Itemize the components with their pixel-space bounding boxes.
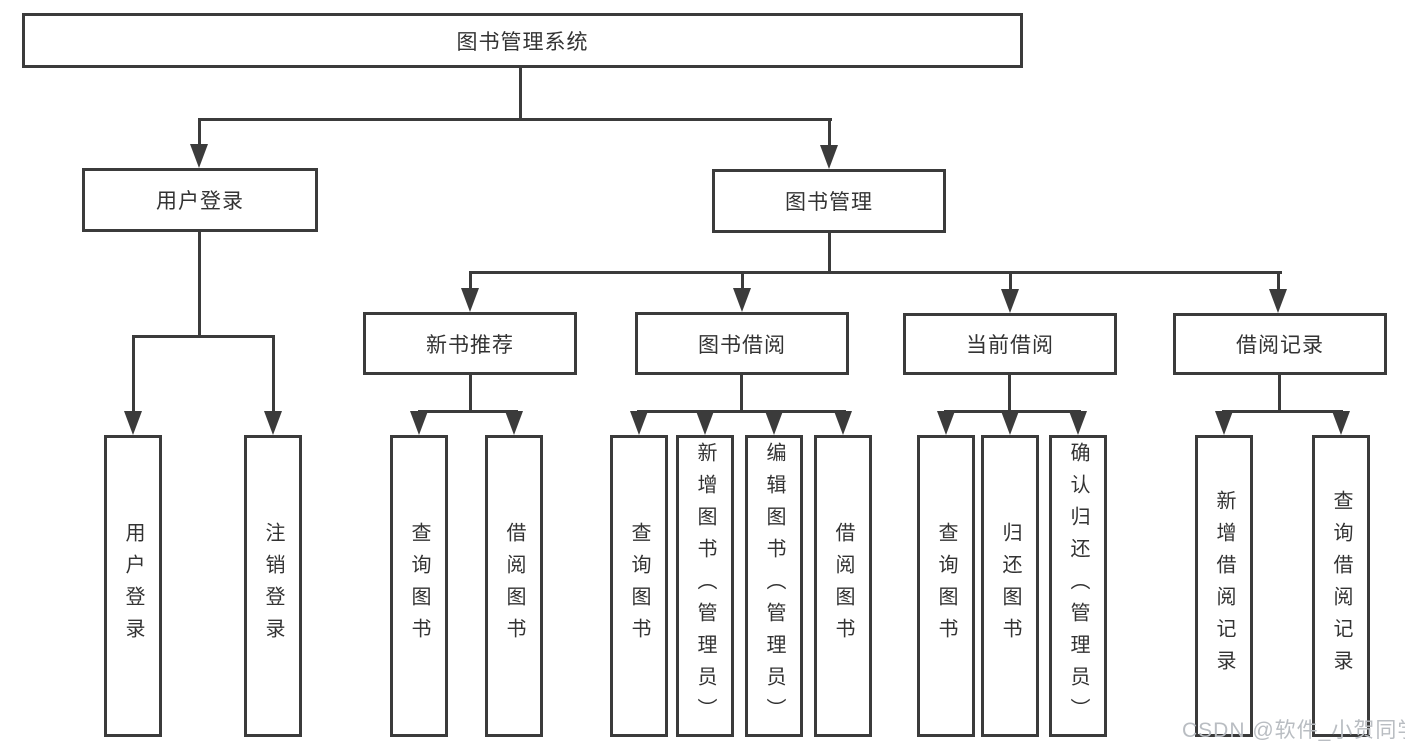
connector-line [469,375,472,413]
node-label: 确认归还（管理员） [1067,442,1089,730]
connector-line [469,271,1282,274]
arrow-down-icon [410,411,428,435]
arrow-down-icon [505,411,523,435]
node-leaf-user-login: 用户登录 [104,435,162,737]
node-new-book-recommend: 新书推荐 [363,312,577,375]
node-user-login-branch: 用户登录 [82,168,318,232]
node-leaf-return-books: 归还图书 [981,435,1039,737]
connector-line [198,118,832,121]
node-label: 图书借阅 [698,333,786,357]
arrow-down-icon [696,411,714,435]
connector-line [828,233,831,274]
node-book-borrowing: 图书借阅 [635,312,849,375]
arrow-down-icon [190,144,208,168]
arrow-down-icon [1001,289,1019,313]
connector-line [828,120,831,162]
node-leaf-add-books-admin: 新增图书（管理员） [676,435,734,737]
connector-line [1222,410,1343,413]
node-label: 新增图书（管理员） [694,442,716,730]
node-leaf-borrow-books-1: 借阅图书 [485,435,543,737]
node-leaf-borrow-books-2: 借阅图书 [814,435,872,737]
arrow-down-icon [1069,411,1087,435]
arrow-down-icon [937,411,955,435]
connector-line [740,375,743,413]
node-leaf-query-borrow-record: 查询借阅记录 [1312,435,1370,737]
connector-line [519,68,522,120]
node-root-library-system: 图书管理系统 [22,13,1023,68]
node-label: 借阅图书 [832,522,854,650]
arrow-down-icon [1332,411,1350,435]
node-book-management-branch: 图书管理 [712,169,946,233]
node-current-borrowing: 当前借阅 [903,313,1117,375]
arrow-down-icon [1001,411,1019,435]
connector-line [637,410,846,413]
node-label: 借阅记录 [1236,334,1324,357]
connector-line [1008,375,1011,413]
arrow-down-icon [461,288,479,312]
node-label: 图书管理系统 [456,30,589,54]
node-label: 用户登录 [122,522,144,650]
node-label: 用户登录 [156,190,244,213]
csdn-watermark: CSDN @软件_小贺同学 [1182,719,1405,742]
node-label: 查询图书 [408,522,430,650]
arrow-down-icon [820,145,838,169]
node-label: 归还图书 [999,522,1021,650]
node-label: 新书推荐 [426,333,514,357]
node-label: 查询图书 [935,522,957,650]
connector-line [132,338,135,430]
node-label: 查询借阅记录 [1330,490,1352,682]
node-borrowing-records: 借阅记录 [1173,313,1387,375]
node-label: 借阅图书 [503,522,525,650]
connector-line [198,232,201,338]
node-label: 查询图书 [628,522,650,650]
node-label: 当前借阅 [966,334,1054,357]
arrow-down-icon [1269,289,1287,313]
node-leaf-confirm-return-admin: 确认归还（管理员） [1049,435,1107,737]
connector-line [272,338,275,430]
connector-line [198,120,201,162]
node-label: 注销登录 [262,522,284,650]
node-leaf-query-books-2: 查询图书 [610,435,668,737]
node-leaf-query-books-3: 查询图书 [917,435,975,737]
node-label: 编辑图书（管理员） [763,442,785,730]
arrow-down-icon [733,288,751,312]
node-label: 图书管理 [785,191,873,214]
node-leaf-edit-books-admin: 编辑图书（管理员） [745,435,803,737]
connector-line [1278,375,1281,413]
arrow-down-icon [765,411,783,435]
arrow-down-icon [1215,411,1233,435]
connector-line [132,335,275,338]
arrow-down-icon [630,411,648,435]
arrow-down-icon [124,411,142,435]
connector-line [418,410,518,413]
node-leaf-add-borrow-record: 新增借阅记录 [1195,435,1253,737]
node-leaf-query-books-1: 查询图书 [390,435,448,737]
arrow-down-icon [264,411,282,435]
node-leaf-logout: 注销登录 [244,435,302,737]
node-label: 新增借阅记录 [1213,490,1235,682]
arrow-down-icon [834,411,852,435]
